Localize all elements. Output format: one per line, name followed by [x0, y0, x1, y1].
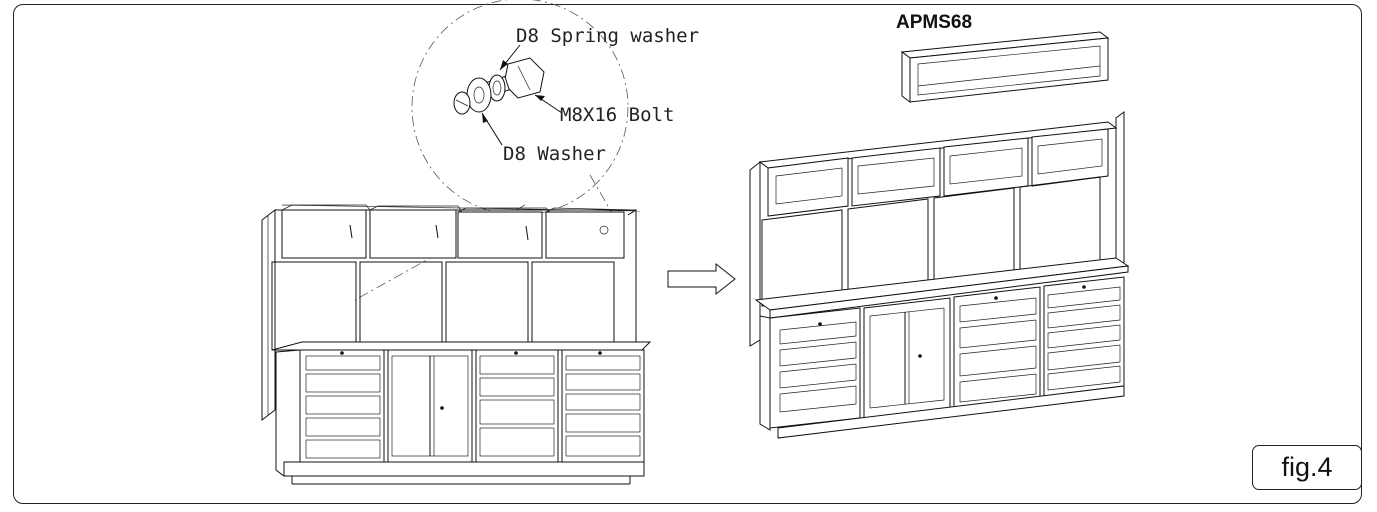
wall-cabinets-open [281, 204, 637, 259]
label-washer: D8 Washer [503, 143, 606, 165]
figure-label-box: fig.4 [1252, 445, 1362, 490]
base-cabinets [275, 349, 645, 485]
figure-frame [13, 4, 1362, 504]
leader-line-left [354, 204, 526, 301]
label-bolt: M8X16 Bolt [560, 104, 674, 126]
direction-arrow-icon [667, 262, 736, 296]
pegboards [271, 261, 615, 351]
apms68-wall-cabinet [900, 31, 1110, 103]
figure-label: fig.4 [1281, 452, 1333, 482]
spring-washer-icon [488, 74, 506, 102]
model-code: APMS68 [896, 12, 973, 33]
base-cabinets-assembled [759, 276, 1125, 439]
fastener-detail: D8 Spring washer M8X16 Bolt D8 Washer [354, 0, 699, 301]
washer-icon [466, 77, 492, 113]
workstation-after [749, 111, 1130, 439]
nut-icon [453, 91, 471, 115]
workstation-before [261, 204, 652, 485]
label-spring-washer: D8 Spring washer [516, 25, 699, 47]
leader-line-right [589, 174, 613, 214]
